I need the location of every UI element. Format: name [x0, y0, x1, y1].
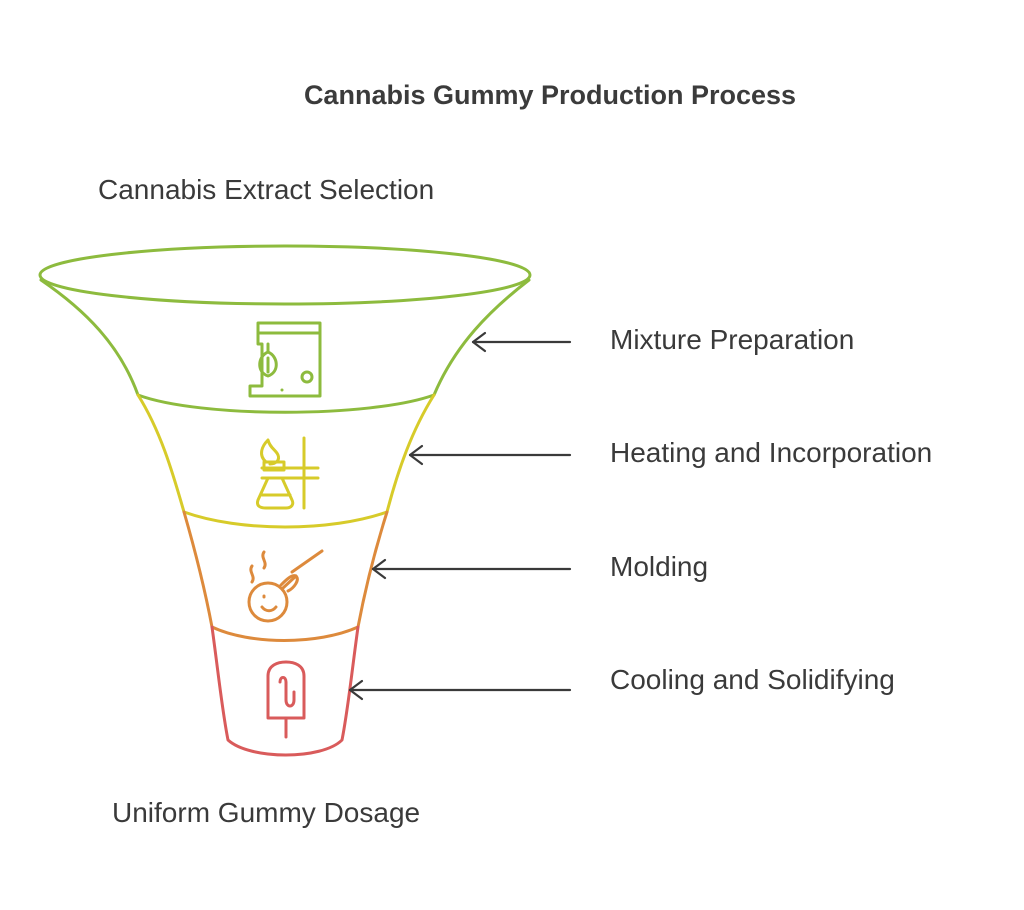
- funnel-stage-3: [182, 510, 389, 642]
- stand-mixer-icon: [248, 321, 322, 398]
- funnel-stage-1-body: [39, 278, 531, 414]
- funnel-rim: [38, 244, 532, 306]
- stage-label-cooling-and-solidifying: Cooling and Solidifying: [610, 664, 895, 695]
- stage-label-mixture-preparation: Mixture Preparation: [610, 324, 855, 355]
- arrow-mixture-preparation: [471, 331, 572, 353]
- popsicle-icon: [266, 660, 306, 739]
- funnel-input-label: Cannabis Extract Selection: [98, 174, 435, 205]
- arrow-cooling-and-solidifying: [348, 679, 572, 701]
- arrow-heating-and-incorporation: [408, 444, 572, 466]
- molding-tool-icon: [247, 549, 324, 623]
- funnel-stage-3-body: [182, 510, 389, 642]
- stage-label-heating-and-incorporation: Heating and Incorporation: [610, 437, 933, 468]
- bunsen-flask-icon: [256, 436, 320, 510]
- stage-label-molding: Molding: [610, 551, 709, 582]
- funnel-stage-2-body: [136, 393, 436, 529]
- funnel-stage-1: [38, 244, 532, 414]
- funnel-output-label: Uniform Gummy Dosage: [112, 797, 421, 828]
- funnel-stage-2: [136, 393, 436, 529]
- arrow-molding: [371, 558, 572, 580]
- diagram-title: Cannabis Gummy Production Process: [303, 80, 797, 110]
